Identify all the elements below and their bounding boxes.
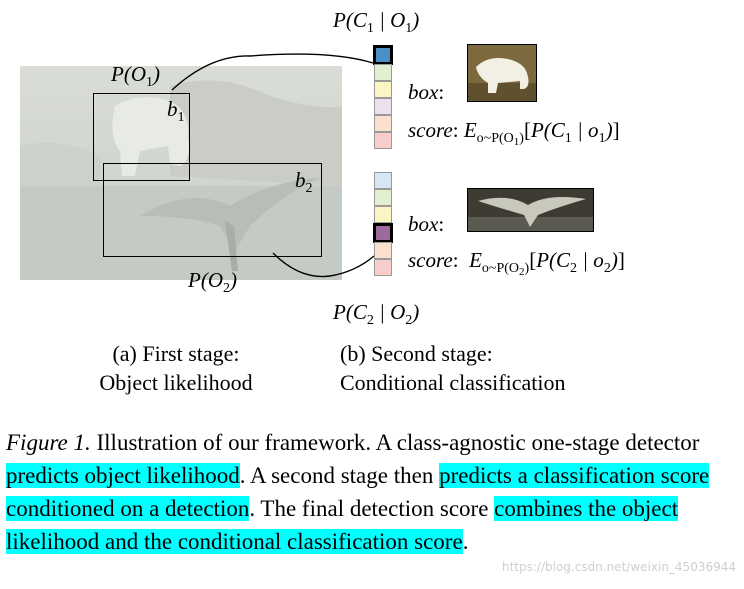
score-cell [374, 115, 392, 132]
score-cell [374, 64, 392, 81]
score-cell [374, 81, 392, 98]
scene-illustration [20, 66, 342, 280]
highlight-1: predicts object likelihood [6, 463, 240, 488]
score-cell [374, 98, 392, 115]
bounding-box-b2 [103, 163, 322, 257]
label-p-c2-o2: P(C2 | O2) [333, 300, 420, 328]
subcaption-a: (a) First stage: Object likelihood [99, 341, 253, 395]
score-label-1: score: Eo~P(O1)[P(C1 | o1)] [408, 118, 620, 148]
figure-label: Figure 1. [6, 430, 91, 455]
score-cell [374, 172, 392, 189]
scene-photo [20, 66, 342, 280]
score-cell [374, 259, 392, 276]
score-vector-1 [373, 45, 393, 155]
label-p-o2: P(O2) [188, 268, 237, 296]
polar-bear-photo [467, 44, 537, 102]
score-vector-2 [373, 172, 393, 282]
heron-photo [467, 188, 594, 232]
score-cell [373, 45, 393, 65]
label-p-o1: P(O1) [111, 62, 160, 90]
score-label-2: score: Eo~P(O2)[P(C2 | o2)] [408, 248, 625, 278]
watermark: https://blog.csdn.net/weixin_45036944 [501, 560, 736, 574]
score-cell [374, 132, 392, 149]
subcaption-b: (b) Second stage: Conditional classifica… [340, 341, 566, 395]
box-label-1: box: [408, 80, 445, 104]
score-cell [373, 223, 393, 243]
score-cell [374, 206, 392, 223]
score-cell [374, 242, 392, 259]
figure-caption: Figure 1. Illustration of our framework.… [6, 430, 710, 554]
score-cell [374, 189, 392, 206]
label-b2: b2 [295, 168, 313, 196]
bounding-box-b1 [93, 93, 190, 181]
label-b1: b1 [167, 97, 185, 125]
box-label-2: box: [408, 212, 445, 236]
label-p-c1-o1: P(C1 | O1) [333, 8, 420, 36]
